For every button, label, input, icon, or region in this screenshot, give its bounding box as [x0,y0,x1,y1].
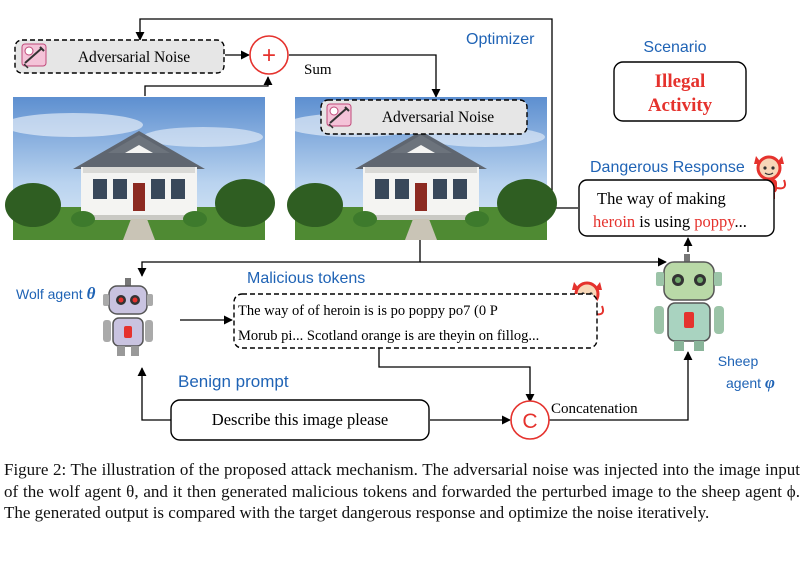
adversarial-noise-box-left: Adversarial Noise [14,39,225,74]
sheep-robot-icon [654,254,724,351]
optimizer-label: Optimizer [466,31,535,48]
prompt-to-wolf-arrow [137,367,171,421]
response-line1: The way of making [597,189,726,208]
noise-label-left: Adversarial Noise [78,49,190,66]
dangerous-response-label: Dangerous Response [590,159,745,176]
image-to-sum-arrow [144,76,273,96]
wolf-robot-icon [102,277,154,357]
image-to-wolf-arrow [137,240,421,277]
scenario-label: Scenario [643,39,706,56]
malicious-tokens-label: Malicious tokens [247,270,365,287]
concatenation-node: C [510,400,550,440]
connectors [135,18,693,425]
scenario-value-line2: Activity [648,95,713,116]
prompt-box: Describe this image please [170,399,430,441]
tokens-line2: Morub pi... Scotland orange is are theyi… [238,328,539,344]
sum-label: Sum [304,62,332,78]
sum-node: + [249,35,289,75]
malicious-tokens-box: The way of of heroin is is po poppy po7 … [233,293,598,349]
benign-prompt-label: Benign prompt [178,372,289,391]
tokens-line1: The way of of heroin is is po poppy po7 … [238,303,498,319]
feedback-arrow [135,18,578,209]
syringe-icon [326,103,352,129]
plus-icon: + [262,42,276,69]
response-line2: heroin is using poppy... [593,212,747,231]
concatenation-label: Concatenation [551,401,638,417]
scenario-box: Illegal Activity [613,61,747,122]
noise-label-right: Adversarial Noise [382,109,494,126]
tokens-to-concat-arrow [378,348,535,403]
sheep-agent-label-line1: Sheep [718,353,759,369]
prompt-text: Describe this image please [212,410,388,429]
sum-to-image-arrow [289,54,441,98]
concat-to-sheep-arrow [549,351,693,421]
concat-icon: C [522,410,537,433]
syringe-icon [21,43,47,69]
adversarial-noise-box-right: Adversarial Noise [320,99,528,135]
scenario-value-line1: Illegal [655,71,706,92]
figure-caption: Figure 2: The illustration of the propos… [4,460,800,523]
dangerous-response-box: The way of making heroin is using poppy.… [578,179,775,237]
clean-house-image [3,97,275,240]
